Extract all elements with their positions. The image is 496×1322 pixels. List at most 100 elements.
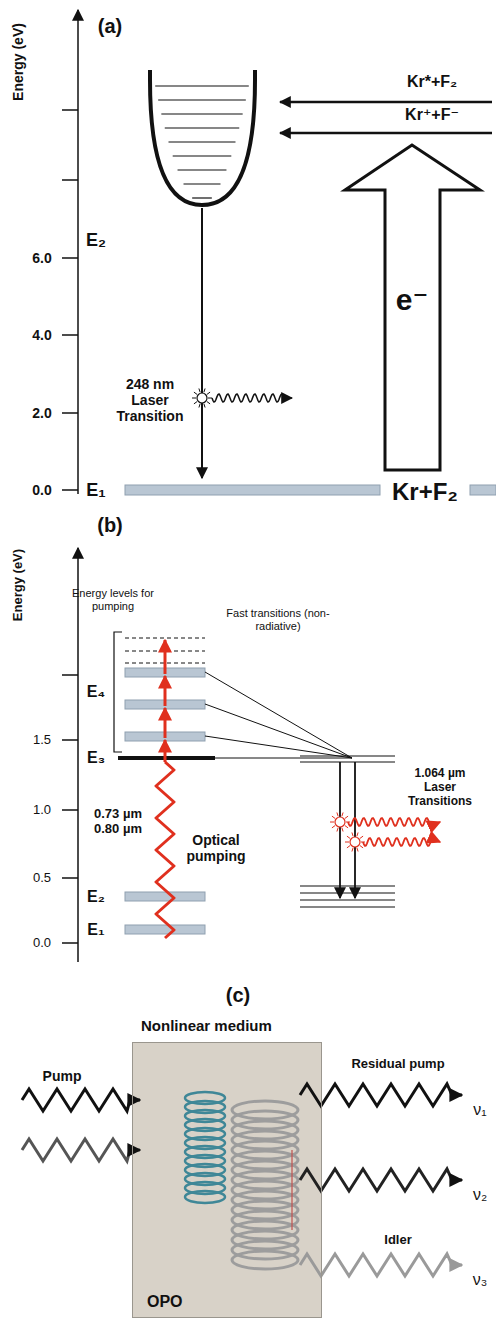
vibrational-level — [184, 183, 221, 184]
vibrational-level — [155, 86, 249, 198]
frequency-label: ν₁ — [473, 1101, 486, 1119]
photon — [347, 836, 350, 838]
potential-well — [150, 70, 255, 205]
wave-arrow — [300, 1254, 462, 1276]
wavelength-label: 0.73 µm 0.80 µm — [86, 807, 150, 837]
axis-b — [62, 809, 78, 811]
tick-label: 2.0 — [32, 405, 51, 421]
wave-arrow — [22, 1084, 462, 1276]
photon — [207, 402, 210, 404]
vibrational-level — [161, 113, 242, 114]
fast-transition-line — [205, 736, 352, 758]
wave-arrow — [22, 1139, 140, 1161]
ground-band — [125, 485, 380, 495]
axis-a — [62, 257, 78, 259]
level-name: E₄ — [87, 683, 105, 701]
ground-state-label: Kr+F₂ — [392, 478, 458, 506]
wave-arrow — [300, 1084, 462, 1106]
tick-label: 1.5 — [33, 733, 51, 748]
photon — [345, 842, 349, 843]
medium-name: OPO — [147, 1293, 183, 1311]
axis-b — [62, 877, 78, 879]
photon — [204, 404, 205, 408]
nonlinear-medium-box: Nonlinear mediumOPO — [132, 1042, 322, 1318]
photon — [360, 846, 363, 848]
fast-transition-line — [215, 758, 352, 759]
photon — [208, 398, 212, 399]
photon — [330, 812, 440, 851]
photon — [342, 812, 343, 816]
photon — [194, 402, 197, 404]
photon — [337, 812, 338, 816]
fast-transition-line — [205, 672, 352, 758]
tick-label: 1.0 — [33, 803, 51, 818]
transition-label: 248 nm Laser Transition — [109, 376, 191, 424]
photon — [357, 848, 358, 852]
optical-pump-arrow — [164, 640, 167, 674]
photon — [360, 836, 363, 838]
frequency-label: ν₃ — [473, 1271, 488, 1289]
coil — [185, 1191, 225, 1203]
photon — [346, 822, 350, 823]
photon — [332, 826, 335, 828]
axis-a — [62, 109, 78, 111]
channel-name: Kr*+F₂ — [407, 73, 457, 91]
wave-arrow — [22, 1089, 140, 1111]
photon — [207, 392, 210, 394]
frequency-label: ν₂ — [473, 1186, 487, 1204]
laser-level — [300, 892, 395, 893]
electron-label: e⁻ — [396, 283, 429, 318]
level-name: E₃ — [87, 749, 105, 767]
level-name: E₂ — [86, 230, 106, 251]
pump-level-dashed — [125, 638, 205, 639]
photon — [357, 832, 358, 836]
photon — [347, 846, 350, 848]
laser-level — [300, 755, 395, 756]
tick-label: 0.5 — [33, 871, 51, 886]
medium-heading: Nonlinear medium — [141, 1017, 272, 1034]
transition-label: 1.064 µm Laser Transitions — [399, 767, 481, 808]
photon — [345, 826, 348, 828]
axis-b — [62, 739, 78, 741]
axis-b — [62, 548, 78, 962]
axis-a — [62, 489, 78, 491]
optical-pump-arrow — [164, 740, 167, 762]
ground-band — [470, 485, 496, 495]
vibrational-level — [155, 85, 249, 86]
laser-level — [300, 885, 395, 886]
photon — [330, 822, 334, 823]
photon — [192, 388, 292, 407]
energy-band — [125, 668, 205, 934]
channel-arrow — [280, 132, 492, 135]
coil — [185, 1092, 298, 1269]
vibrational-level — [173, 155, 232, 156]
laser-level — [300, 906, 395, 907]
photon — [192, 398, 196, 399]
wave-arrow — [300, 1169, 462, 1191]
vibrational-level — [178, 169, 227, 170]
beam-label: Residual pump — [351, 1057, 444, 1072]
laser-transition-arrow — [354, 762, 356, 898]
axis-a — [62, 334, 78, 336]
vibrational-level — [165, 127, 239, 128]
channel-name: Kr⁺+F⁻ — [405, 106, 459, 124]
channel-arrow — [280, 101, 492, 104]
panel-letter: (b) — [97, 514, 123, 537]
vibrational-level — [192, 197, 212, 198]
photon — [350, 837, 360, 847]
photon — [199, 388, 200, 392]
laser-level — [300, 899, 395, 900]
fast-transition-line — [205, 704, 352, 758]
photon — [212, 394, 292, 402]
level-name: E₁ — [86, 480, 105, 501]
photon — [361, 842, 365, 843]
axis-a — [77, 10, 79, 494]
optical-pump-arrow — [156, 640, 174, 938]
excitation-arrow — [345, 145, 480, 470]
laser-level — [300, 756, 395, 907]
process-label: Optical pumping — [179, 832, 253, 864]
beam-label: Pump — [43, 1068, 82, 1084]
axis-a — [62, 179, 78, 181]
beam-label: Idler — [384, 1233, 411, 1248]
